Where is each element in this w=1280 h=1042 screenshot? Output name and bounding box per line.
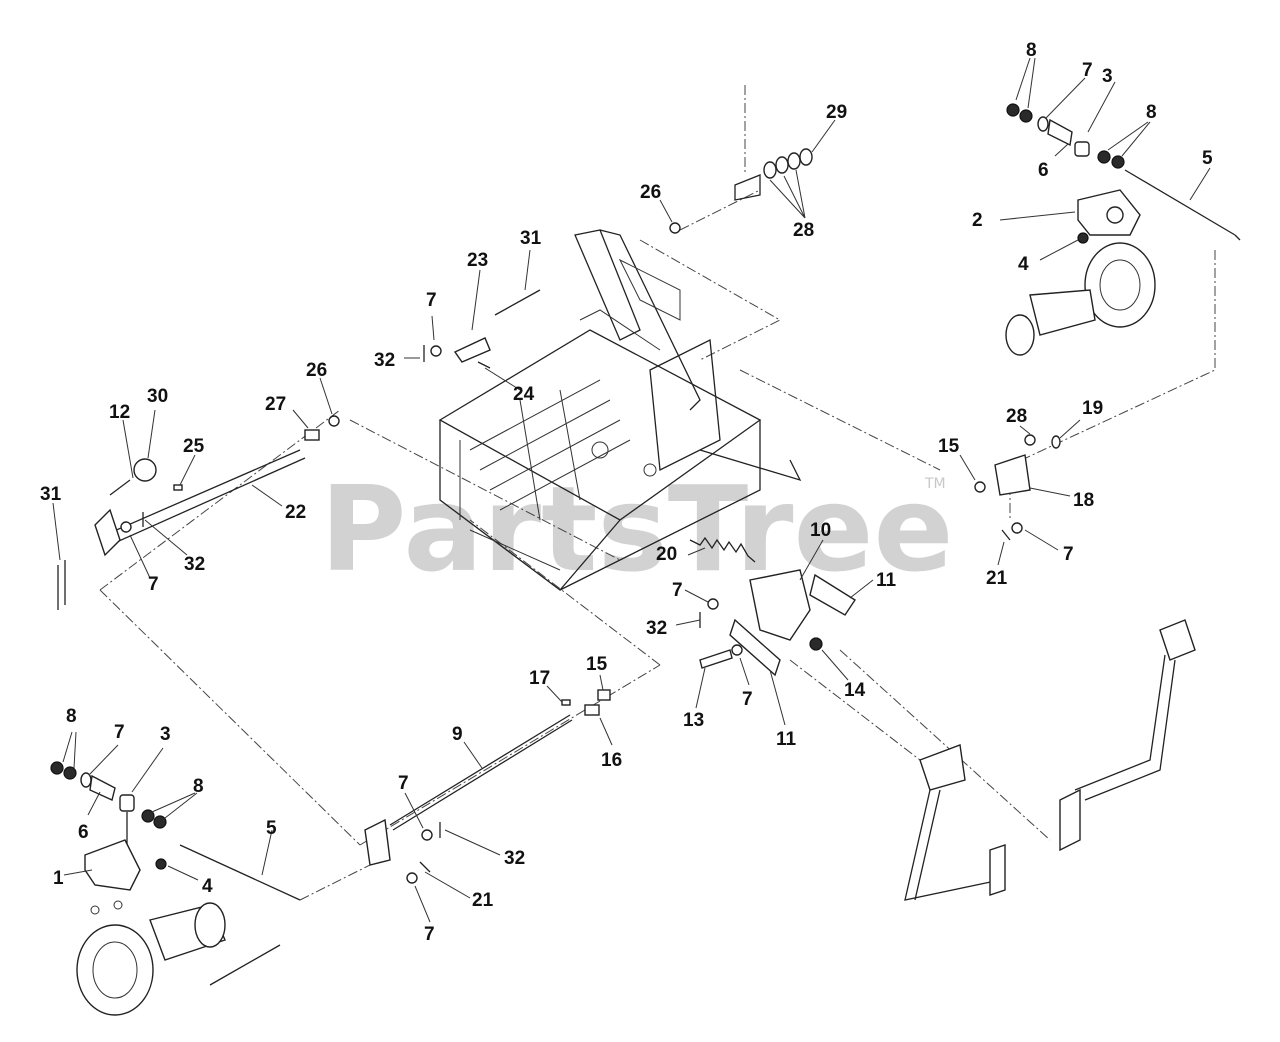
spring-20 [689,536,756,563]
callout-23: 23 [467,250,488,271]
callout-21: 21 [472,890,494,911]
callout-2: 2 [972,210,983,231]
callout-31: 31 [520,228,542,249]
callout-3: 3 [160,724,171,745]
callout-7: 7 [424,924,435,945]
callout-6: 6 [78,822,89,843]
brake-assembly-left [50,761,301,1016]
pivot-washers-top [669,148,813,234]
callout-7: 7 [742,689,753,710]
callout-32: 32 [184,554,205,575]
callout-32: 32 [646,618,667,639]
callout-8: 8 [1146,102,1157,123]
callout-7: 7 [1082,60,1093,81]
callout-21: 21 [986,568,1008,589]
callout-32: 32 [374,350,395,371]
brake-assembly-right [1005,103,1241,356]
callout-19: 19 [1082,398,1103,419]
pin-assembly-upper [423,289,541,369]
frame-outline [99,85,1216,901]
pedal-assembly-right [904,619,1196,901]
callout-8: 8 [1026,40,1037,61]
callout-7: 7 [1063,544,1074,565]
callout-14: 14 [844,680,866,701]
callout-25: 25 [183,436,205,457]
rod-9-assembly [364,689,611,884]
cross-shaft-left [57,415,340,610]
callout-32: 32 [504,848,525,869]
callout-12: 12 [109,402,130,423]
callout-30: 30 [147,386,168,407]
callout-20: 20 [656,544,677,565]
callout-26: 26 [306,360,327,381]
callout-10: 10 [810,520,831,541]
chassis-assembly [438,229,802,591]
callout-31: 31 [40,484,62,505]
callout-7: 7 [114,722,125,743]
callout-4: 4 [202,876,213,897]
callout-28: 28 [793,220,814,241]
callout-8: 8 [193,776,204,797]
callout-4: 4 [1018,254,1029,275]
callout-8: 8 [66,706,77,727]
callout-18: 18 [1073,490,1094,511]
callout-17: 17 [529,668,550,689]
callout-15: 15 [586,654,608,675]
callout-16: 16 [601,750,622,771]
callout-13: 13 [683,710,704,731]
callout-7: 7 [148,574,159,595]
callout-3: 3 [1102,66,1113,87]
callout-28: 28 [1006,406,1027,427]
callout-11: 11 [776,729,797,750]
callout-9: 9 [452,724,463,745]
callout-5: 5 [1202,148,1213,169]
callout-27: 27 [265,394,286,415]
callout-15: 15 [938,436,960,457]
callout-22: 22 [285,502,306,523]
callout-5: 5 [266,818,277,839]
callout-11: 11 [876,570,897,591]
callout-7: 7 [398,773,409,794]
callout-24: 24 [513,384,535,405]
leader-lines [52,57,1211,923]
callout-labels: 8 7 3 8 6 5 2 4 29 26 28 31 23 7 32 24 3… [40,40,1213,945]
callout-29: 29 [826,102,847,123]
callout-7: 7 [426,290,437,311]
callout-7: 7 [672,580,683,601]
watermark-text: PartsTree [320,460,954,598]
watermark-trademark: TM [924,476,946,492]
callout-1: 1 [53,868,64,889]
callout-6: 6 [1038,160,1049,181]
bracket-18 [974,434,1061,541]
callout-26: 26 [640,182,661,203]
